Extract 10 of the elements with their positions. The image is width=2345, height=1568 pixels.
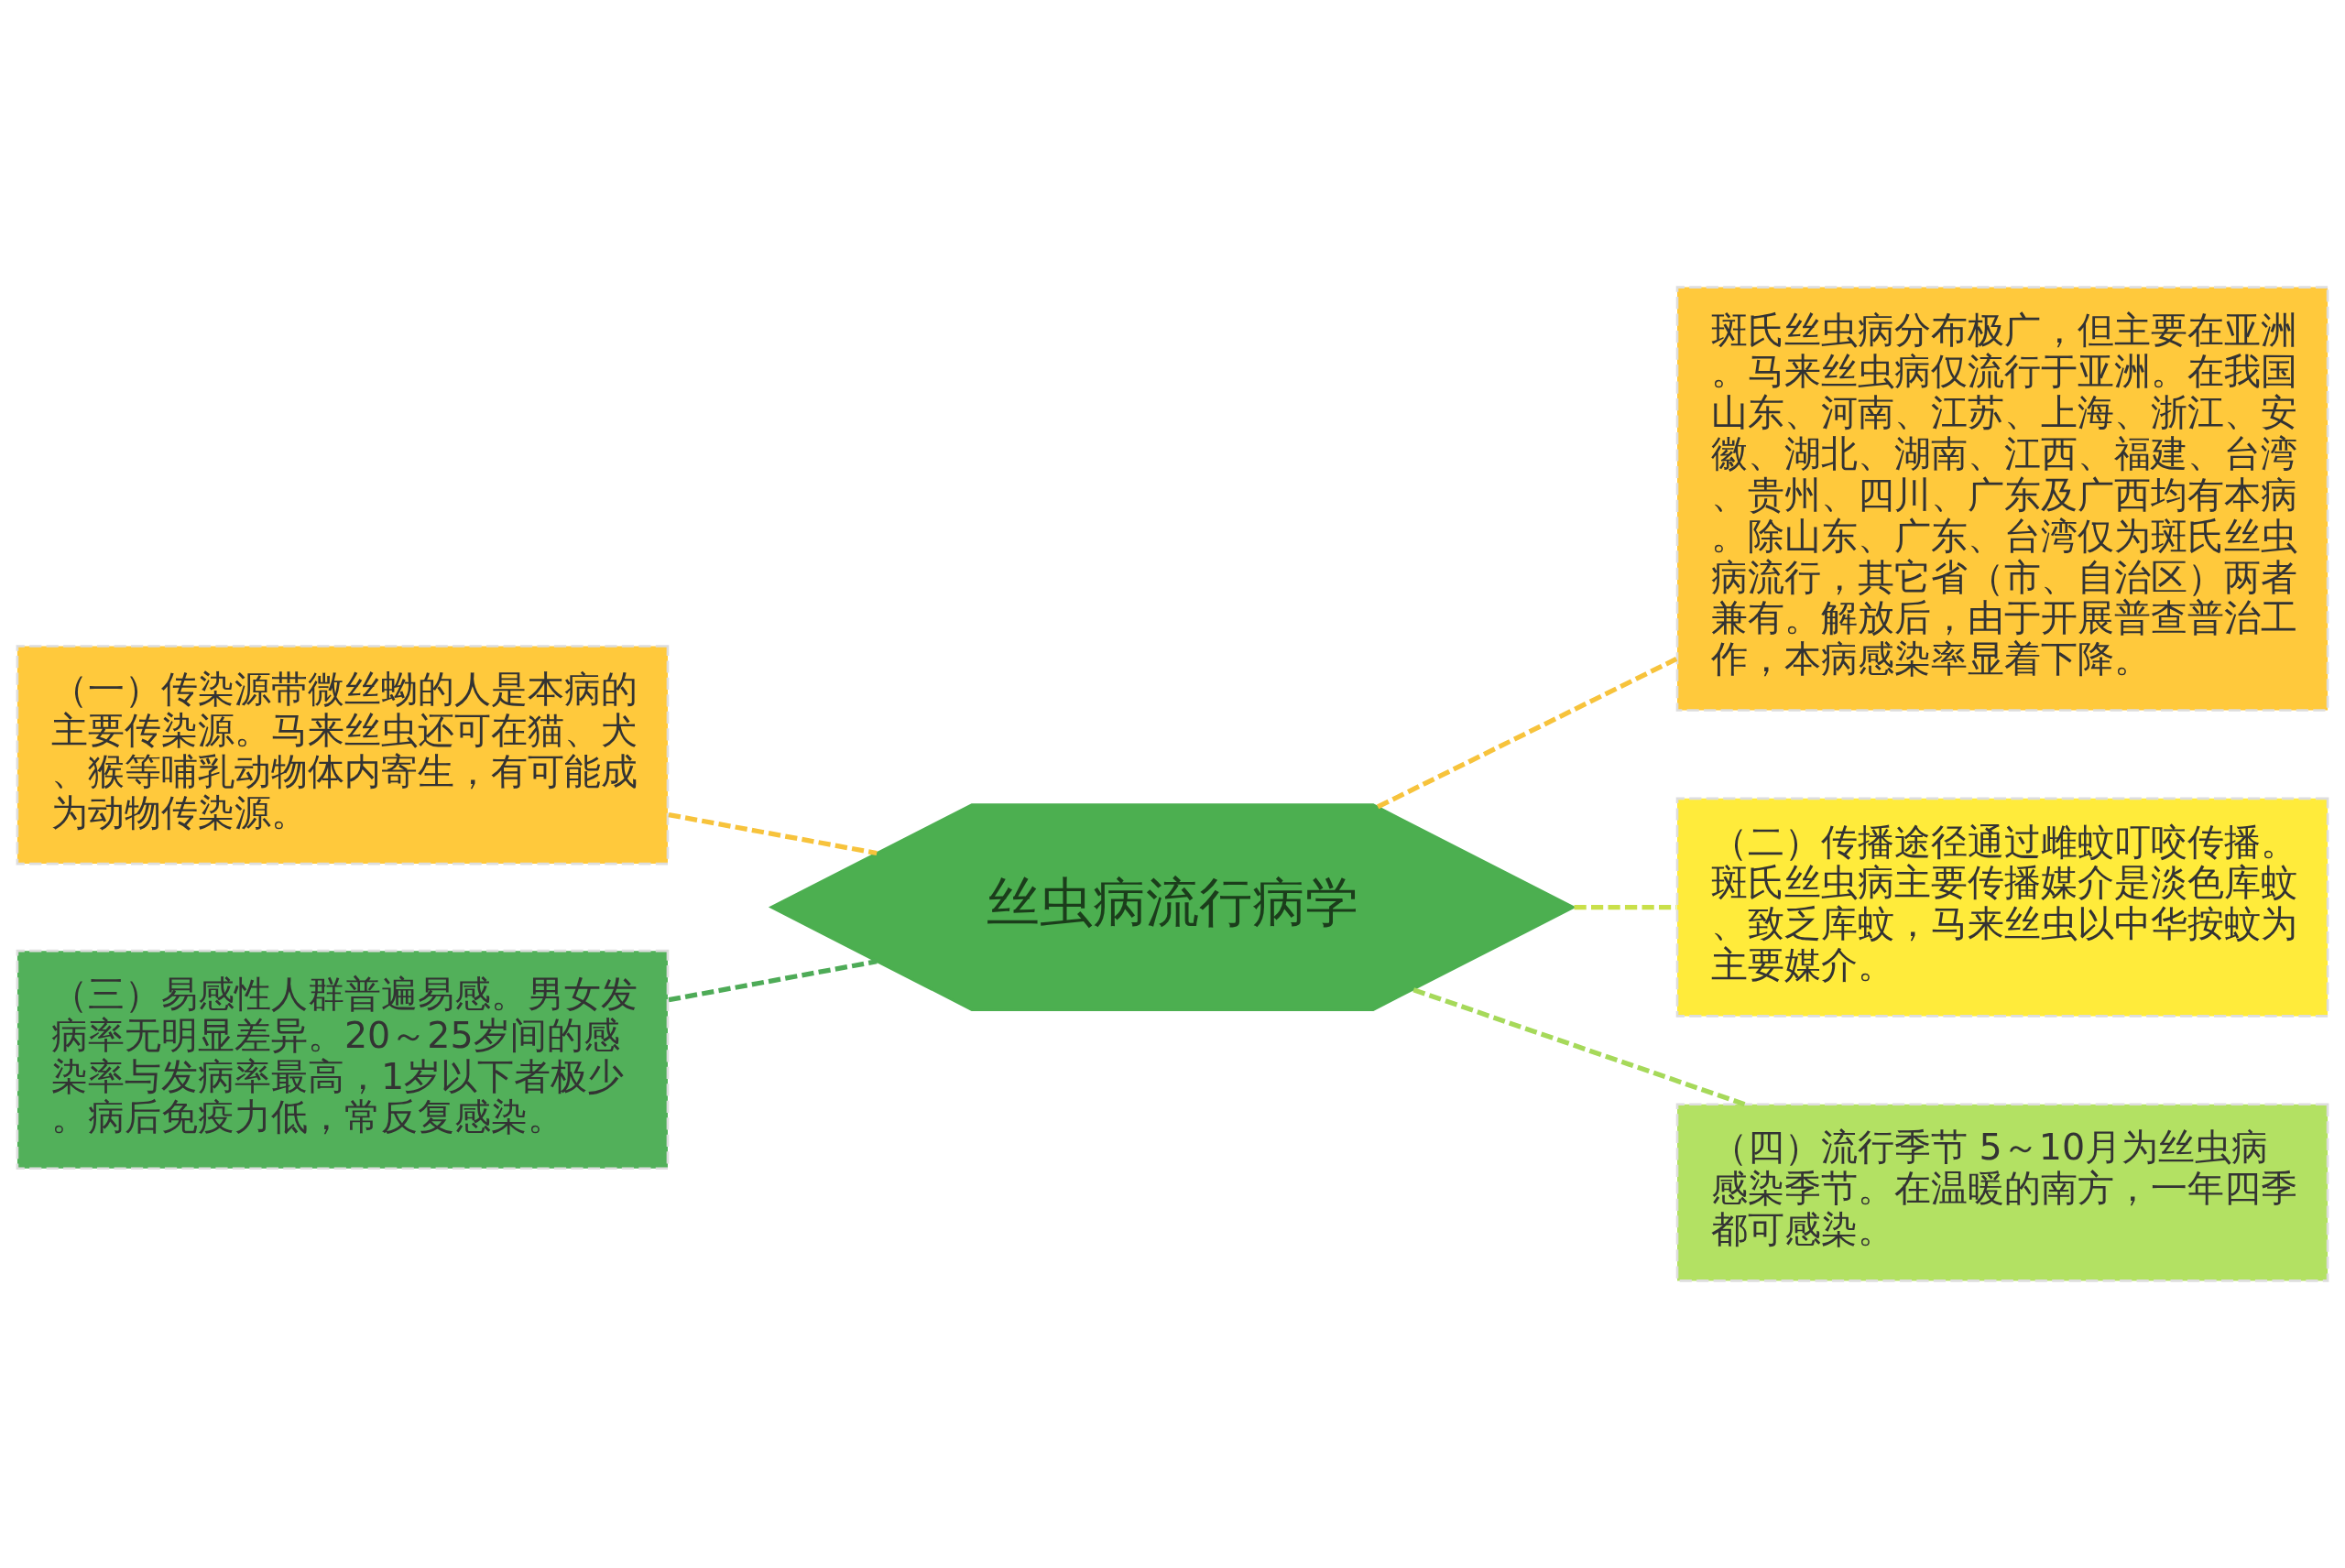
node-box: 斑氏丝虫病分布极广，但主要在亚洲。马来丝虫病仅流行于亚洲。在我国山东、河南、江苏、上海、浙江、安徽、湖北、湖南、江西、福建、台湾、贵州、四川、广东及广西均有本病。除山东、广东、台湾仅为斑氏丝虫病流行，其它省（市、自治区）两者兼有。解放后，由于开展普查普治工作，本病感染率显着下降。 [1675, 286, 2329, 712]
connector [668, 812, 878, 856]
connector [668, 959, 878, 1003]
node-box: （三）易感性人群普遍易感。男女发病率无明显差异。20～25岁间的感染率与发病率最高，1岁以下者极少。病后免疫力低，常反复感染。 [16, 949, 670, 1170]
node-box: （一）传染源带微丝蚴的人是本病的主要传染源。马来丝虫还可在猫、犬、猴等哺乳动物体内寄生，有可能成为动物传染源。 [16, 645, 670, 866]
node-box: （四）流行季节 5～10月为丝虫病感染季节。在温暖的南方，一年四季都可感染。 [1675, 1103, 2329, 1282]
node-box: （二）传播途径通过雌蚊叮咬传播。斑氏丝虫病主要传播媒介是淡色库蚊、致乏库蚊，马来丝虫以中华按蚊为主要媒介。 [1675, 797, 2329, 1018]
connector [1376, 657, 1678, 810]
connector [1412, 987, 1746, 1107]
connector [1574, 905, 1677, 910]
